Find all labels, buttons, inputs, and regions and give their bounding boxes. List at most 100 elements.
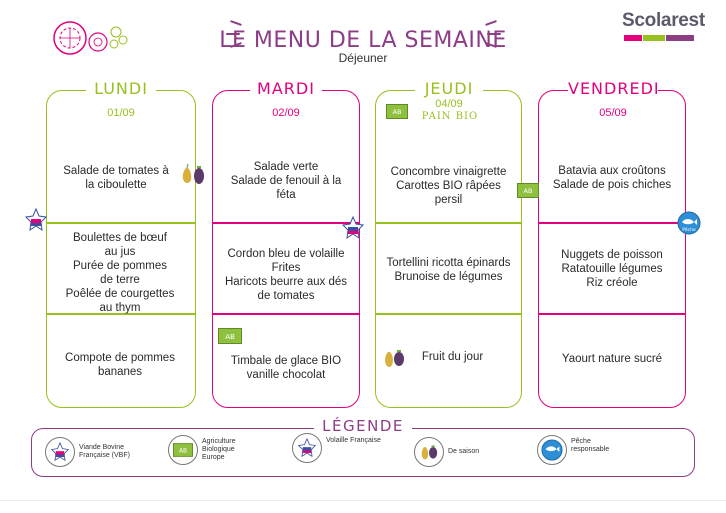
menu-line: Salade verte <box>253 161 319 173</box>
legend-text: Europe <box>202 454 225 461</box>
bio-badge-text: AB <box>179 448 187 454</box>
peche-responsable-icon: Pêche <box>677 211 701 235</box>
menu-cell-mardi-dessert: Timbale de glace BIO vanille chocolat <box>218 346 354 390</box>
menu-cell-vendredi-dessert: Yaourt nature sucré <box>545 348 679 370</box>
agriculture-biologique-icon: AB <box>218 328 242 344</box>
legend-item-volaille: Volaille Française <box>292 433 381 463</box>
day-name-lundi: LUNDI <box>86 79 156 98</box>
viande-bovine-francaise-icon <box>25 208 47 232</box>
peche-responsable-icon <box>537 435 567 465</box>
legend-box <box>31 428 695 477</box>
menu-line: Carottes BIO râpées <box>396 180 501 192</box>
menu-line: de tomates <box>257 290 315 302</box>
day-date-mardi: 02/09 <box>272 107 300 119</box>
menu-line: Salade de pois chiches <box>552 179 672 191</box>
de-saison-icon <box>385 350 404 367</box>
separator <box>375 313 522 315</box>
menu-cell-lundi-starter: Salade de tomates à la ciboulette <box>56 150 176 206</box>
menu-line: Cordon bleu de volaille <box>227 248 345 260</box>
peche-badge-text: Pêche <box>682 226 696 233</box>
menu-line: Concombre vinaigrette <box>390 166 507 178</box>
menu-line: Brunoise de légumes <box>394 271 503 283</box>
menu-line: féta <box>276 189 296 201</box>
menu-line: Fruit du jour <box>421 351 484 363</box>
title-accent <box>226 33 240 35</box>
menu-line: persil <box>434 194 463 206</box>
title-accent <box>487 33 501 35</box>
menu-cell-mardi-starter: Salade verte Salade de fenouil à la féta <box>218 150 354 212</box>
separator <box>538 222 686 224</box>
menu-line: Nuggets de poisson <box>561 249 663 261</box>
legend-text: Volaille Française <box>326 437 381 444</box>
brand-logo-strip <box>624 35 694 41</box>
pain-bio-label: PAIN BIO <box>421 111 479 122</box>
day-date-lundi: 01/09 <box>107 107 135 119</box>
legend-title-text: LÉGENDE <box>314 417 412 435</box>
menu-line: Salade de fenouil à la <box>230 175 342 187</box>
separator <box>46 313 196 315</box>
legend-item-saison: De saison <box>414 437 479 467</box>
separator <box>212 313 360 315</box>
bio-badge-text: AB <box>225 333 235 341</box>
volaille-francaise-icon <box>292 433 322 463</box>
menu-line: bananes <box>97 366 143 378</box>
agriculture-biologique-icon: AB <box>517 183 539 198</box>
legend-text: Biologique <box>202 446 235 453</box>
menu-line: Frites <box>271 262 301 274</box>
menu-line: Yaourt nature sucré <box>561 353 663 365</box>
menu-line: vanille chocolat <box>246 369 326 381</box>
legend-item-bio: AB Agriculture Biologique Europe <box>168 435 235 465</box>
day-name-jeudi: JEUDI <box>415 79 483 98</box>
menu-line: de terre <box>100 274 140 286</box>
separator <box>46 222 196 224</box>
legend-title: LÉGENDE <box>0 417 726 435</box>
day-date-jeudi: 04/09 <box>435 98 463 110</box>
viande-bovine-francaise-icon <box>45 437 75 467</box>
menu-line: Ratatouille légumes <box>561 263 663 275</box>
brand-logo: Scolarest <box>622 10 705 31</box>
menu-line: Timbale de glace BIO <box>230 355 342 367</box>
agriculture-biologique-icon: AB <box>168 435 198 465</box>
page-title: LE MENU DE LA SEMAINE <box>219 28 507 53</box>
menu-cell-lundi-dessert: Compote de pommes bananes <box>56 340 184 390</box>
legend-item-peche: Pêche responsable <box>537 435 609 465</box>
menu-cell-vendredi-main: Nuggets de poisson Ratatouille légumes R… <box>545 245 679 293</box>
menu-cell-jeudi-starter: Concombre vinaigrette Carottes BIO râpée… <box>380 158 517 214</box>
legend-text: Agriculture <box>202 438 236 445</box>
menu-cell-lundi-main: Boulettes de bœuf au jus Purée de pommes… <box>56 228 184 318</box>
day-date-vendredi: 05/09 <box>599 107 627 119</box>
day-name-vendredi: VENDREDI <box>568 79 660 98</box>
title-accent <box>230 20 242 26</box>
menu-line: Riz créole <box>586 277 638 289</box>
menu-line: au thym <box>99 302 141 314</box>
separator <box>538 313 686 315</box>
agriculture-biologique-icon: AB <box>386 104 408 119</box>
menu-cell-mardi-main: Cordon bleu de volaille Frites Haricots … <box>214 240 358 310</box>
legend-text: De saison <box>448 448 480 455</box>
decorative-plate-icon <box>53 21 128 55</box>
legend-text: Française (VBF) <box>79 452 130 459</box>
bio-badge-text: AB <box>524 187 533 195</box>
separator <box>375 222 522 224</box>
menu-line: Batavia aux croûtons <box>558 165 666 177</box>
menu-line: Poêlée de courgettes <box>65 288 175 300</box>
title-accent <box>485 20 497 26</box>
menu-line: Compote de pommes <box>65 352 175 364</box>
menu-cell-jeudi-main: Tortellini ricotta épinards Brunoise de … <box>378 250 519 290</box>
legend-text: responsable <box>571 446 610 453</box>
legend-text: Pêche <box>571 438 591 445</box>
page-subtitle: Déjeuner <box>338 51 388 65</box>
separator <box>212 222 360 224</box>
footer-divider <box>0 500 726 501</box>
de-saison-icon <box>414 437 444 467</box>
volaille-francaise-icon <box>342 216 364 240</box>
de-saison-icon <box>182 163 204 184</box>
menu-cell-jeudi-dessert: Fruit du jour <box>400 345 505 369</box>
menu-line: Haricots beurre aux dés <box>224 276 348 288</box>
legend-text: Viande Bovine <box>79 444 125 451</box>
menu-line: au jus <box>104 246 136 258</box>
legend-item-vbf: Viande Bovine Française (VBF) <box>45 437 130 467</box>
menu-cell-vendredi-starter: Batavia aux croûtons Salade de pois chic… <box>545 158 679 198</box>
day-name-mardi: MARDI <box>250 79 322 98</box>
menu-line: Purée de pommes <box>73 260 167 272</box>
